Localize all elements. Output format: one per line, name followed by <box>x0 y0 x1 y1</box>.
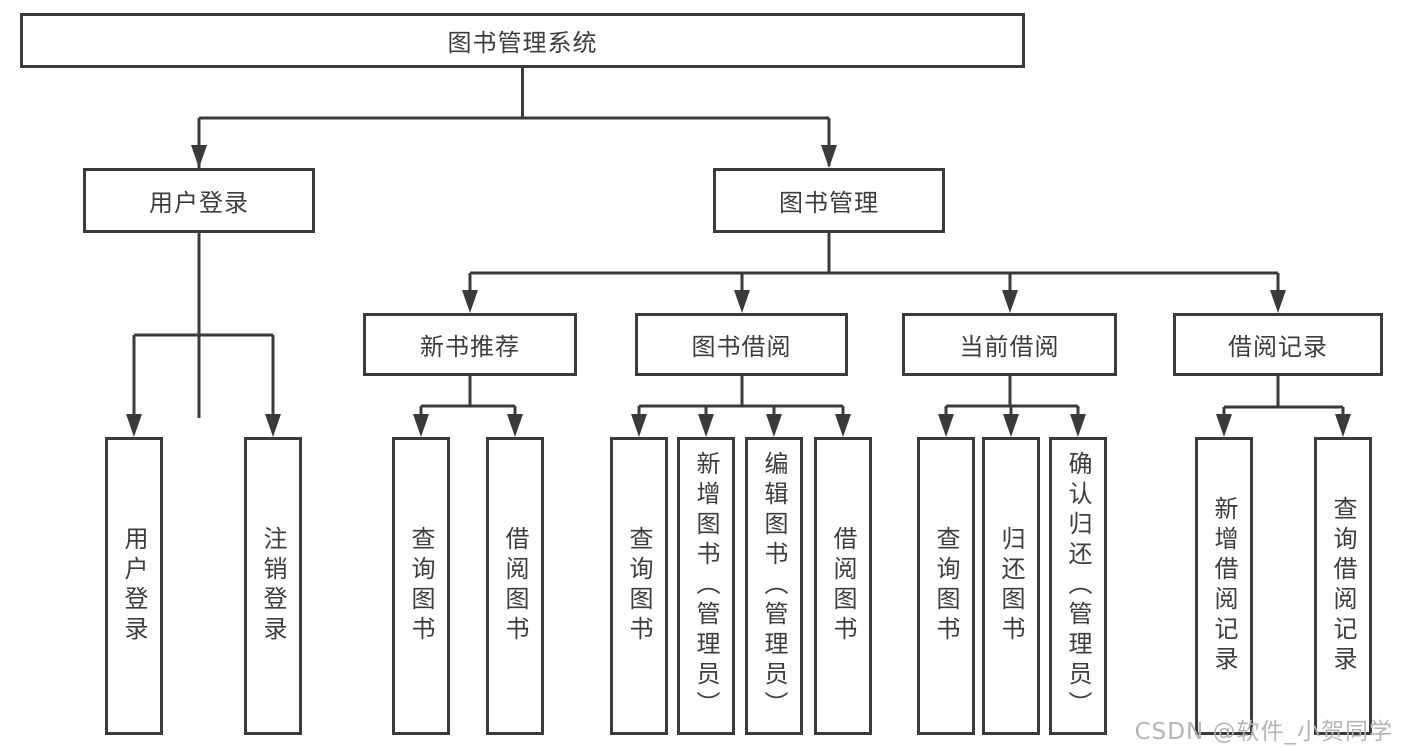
node-label: 新增借阅记录 <box>1210 496 1238 676</box>
node-borrowing-records: 借阅记录 <box>1173 313 1383 376</box>
node-label: 用户登录 <box>149 189 249 217</box>
node-label: 确认归还（管理员） <box>1064 451 1092 721</box>
node-label: 查询图书 <box>407 526 435 646</box>
leaf-recommend-borrow-book: 借阅图书 <box>486 437 544 735</box>
node-label: 图书管理 <box>779 189 879 217</box>
node-label: 查询借阅记录 <box>1329 496 1357 676</box>
node-user-login: 用户登录 <box>83 168 315 233</box>
csdn-watermark: CSDN @软件_小贺同学 <box>1134 719 1393 745</box>
node-current-borrowing: 当前借阅 <box>902 313 1117 376</box>
leaf-query-borrow-record: 查询借阅记录 <box>1314 437 1372 735</box>
node-label: 图书借阅 <box>691 333 792 361</box>
leaf-add-book-admin: 新增图书（管理员） <box>677 437 735 735</box>
leaf-borrowing-borrow-book: 借阅图书 <box>814 437 872 735</box>
node-label: 新书推荐 <box>420 333 520 361</box>
leaf-edit-book-admin: 编辑图书（管理员） <box>745 437 803 735</box>
node-label: 注销登录 <box>259 526 287 646</box>
node-label: 用户登录 <box>120 526 148 646</box>
node-label: 新增图书（管理员） <box>692 451 720 721</box>
leaf-return-book: 归还图书 <box>982 437 1040 735</box>
leaf-recommend-query-book: 查询图书 <box>392 437 450 735</box>
node-label: 归还图书 <box>997 526 1025 646</box>
node-label: 图书管理系统 <box>447 29 598 57</box>
leaf-add-borrow-record: 新增借阅记录 <box>1195 437 1253 735</box>
node-label: 查询图书 <box>625 526 653 646</box>
node-new-book-recommend: 新书推荐 <box>363 313 577 376</box>
leaf-confirm-return-admin: 确认归还（管理员） <box>1049 437 1107 735</box>
leaf-user-login: 用户登录 <box>105 437 163 735</box>
node-book-management: 图书管理 <box>713 168 945 233</box>
node-library-management-system: 图书管理系统 <box>20 13 1025 68</box>
node-label: 当前借阅 <box>959 333 1060 361</box>
node-label: 编辑图书（管理员） <box>760 451 788 721</box>
node-book-borrowing: 图书借阅 <box>635 313 848 376</box>
leaf-borrowing-query-book: 查询图书 <box>610 437 668 735</box>
node-label: 借阅图书 <box>501 526 529 646</box>
node-label: 借阅记录 <box>1228 333 1328 361</box>
leaf-logout: 注销登录 <box>244 437 302 735</box>
node-label: 查询图书 <box>932 526 960 646</box>
node-label: 借阅图书 <box>829 526 857 646</box>
leaf-current-query-book: 查询图书 <box>917 437 975 735</box>
